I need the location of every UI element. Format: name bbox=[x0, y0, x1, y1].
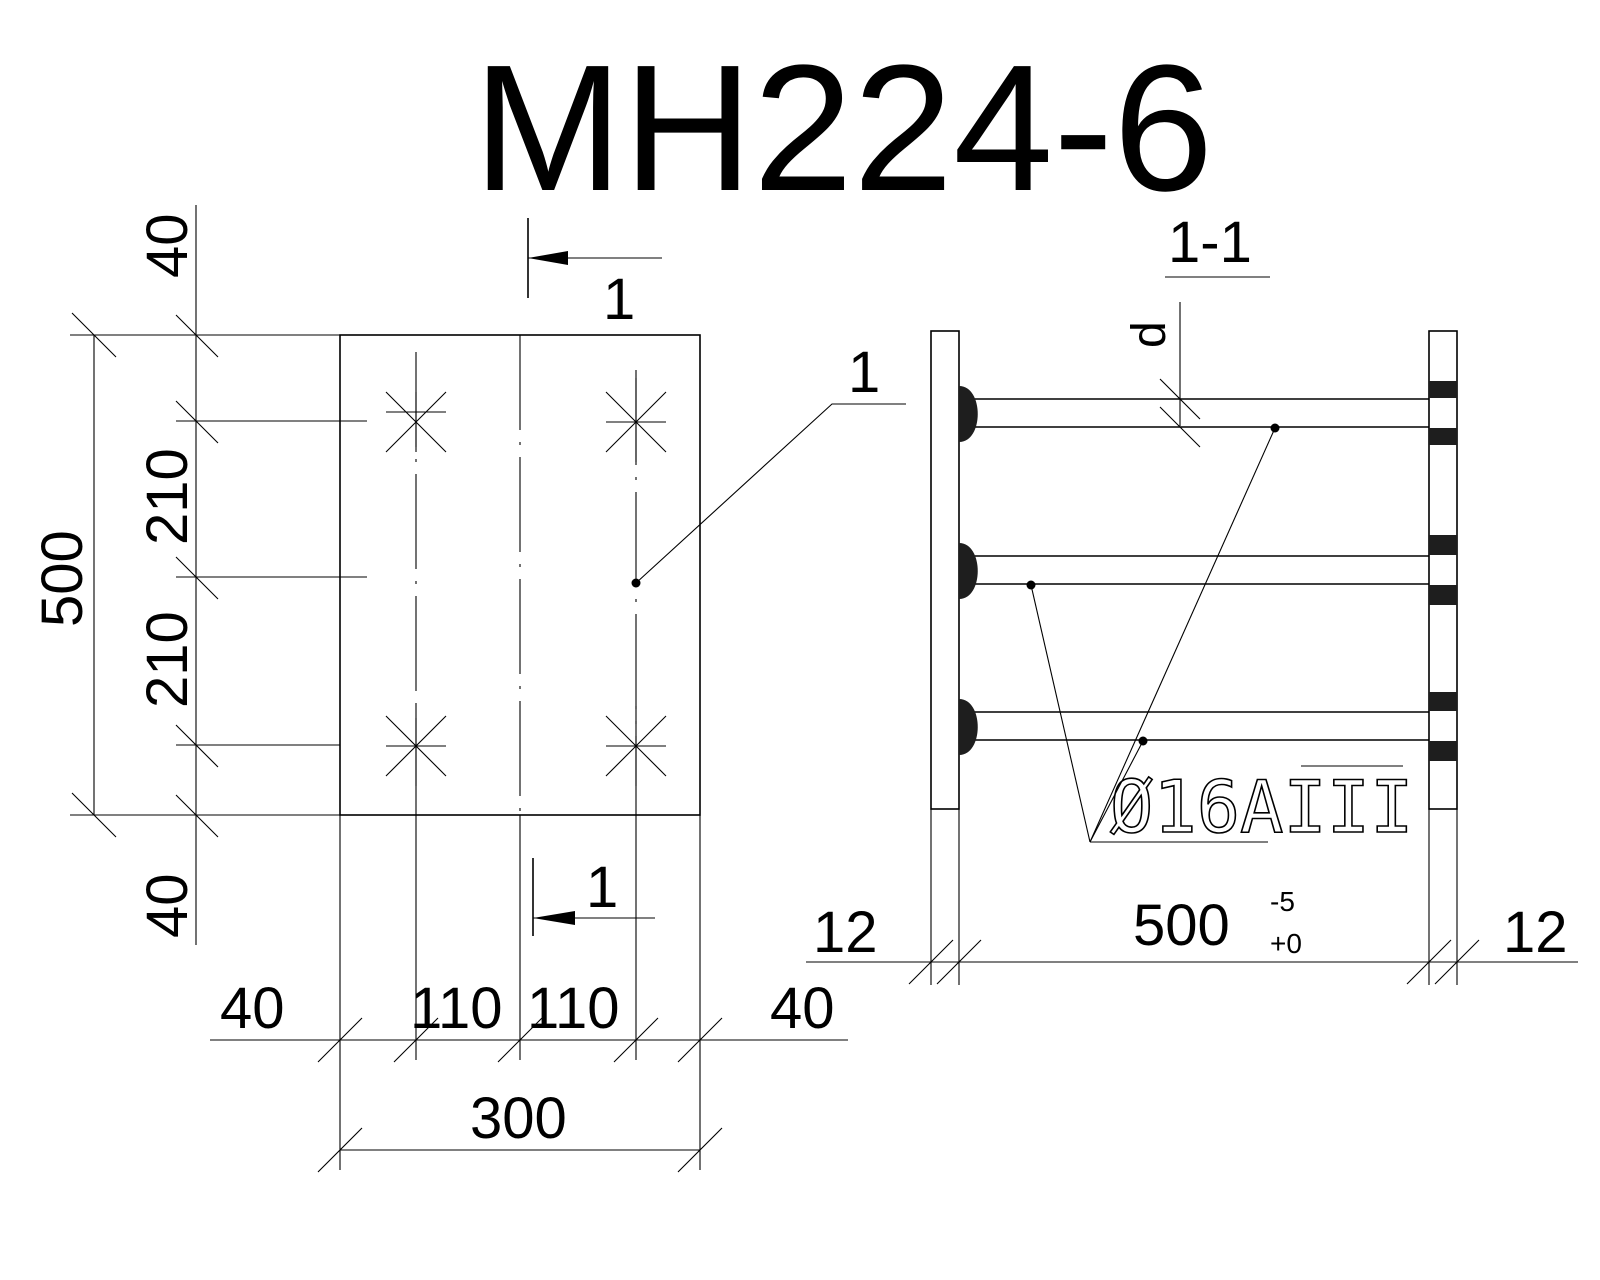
section-cut-top-arrow bbox=[528, 251, 568, 265]
section-label: 1-1 bbox=[1168, 210, 1252, 275]
d-tick-top bbox=[1159, 378, 1201, 420]
dim-h-110-left: 110 bbox=[410, 976, 502, 1041]
leader-label: 1 bbox=[848, 340, 880, 405]
dim-v-210-lower: 210 bbox=[135, 611, 200, 708]
dim-h-110-right: 110 bbox=[527, 976, 619, 1041]
dim-plate-left: 12 bbox=[813, 900, 878, 965]
dim-h-40-right: 40 bbox=[770, 976, 835, 1041]
dim-h-40-left: 40 bbox=[220, 976, 285, 1041]
dim-v-40-bottom: 40 bbox=[135, 873, 200, 938]
tolerance-lower: +0 bbox=[1270, 928, 1302, 959]
vertical-dimension-chain bbox=[175, 205, 367, 945]
drawing-title: MH224-6 bbox=[473, 28, 1213, 229]
rebar-label: Ø16AIII bbox=[1110, 765, 1413, 849]
rebar-bottom bbox=[959, 692, 1457, 761]
horizontal-dimension-chain bbox=[210, 800, 848, 1170]
dim-overall-height: 500 bbox=[30, 530, 95, 627]
anchor-mark-bottom-left bbox=[385, 706, 447, 786]
rebar-top bbox=[959, 381, 1457, 445]
length-dimension bbox=[806, 939, 1578, 985]
plan-view: 1 1 1 40 210 210 40 bbox=[30, 205, 906, 1173]
anchor-mark-top-right bbox=[605, 378, 667, 462]
plate-left bbox=[930, 330, 960, 810]
rebar-middle bbox=[959, 535, 1457, 605]
leader-line-bottom bbox=[1089, 740, 1144, 843]
section-marker-bottom: 1 bbox=[586, 855, 618, 920]
tolerance-upper: -5 bbox=[1270, 886, 1295, 917]
anchor-mark-top-left bbox=[385, 391, 447, 453]
dim-overall-width: 300 bbox=[470, 1086, 567, 1151]
section-cut-bottom-arrow bbox=[533, 911, 575, 925]
dim-plate-right: 12 bbox=[1503, 900, 1568, 965]
d-label: d bbox=[1123, 321, 1176, 348]
dim-v-210-upper: 210 bbox=[135, 448, 200, 545]
dim-length: 500 bbox=[1133, 893, 1230, 958]
section-view: 1-1 bbox=[806, 210, 1578, 985]
overall-width-dimension bbox=[317, 1127, 723, 1173]
d-tick-bottom bbox=[1159, 406, 1201, 448]
leader-line-top bbox=[1089, 427, 1276, 843]
leader-line bbox=[635, 403, 906, 584]
anchor-mark-bottom-right bbox=[605, 706, 667, 786]
leader-line-middle bbox=[1030, 584, 1091, 843]
dim-v-40-top: 40 bbox=[135, 213, 200, 278]
section-marker-top: 1 bbox=[603, 267, 635, 332]
overall-height-dimension bbox=[70, 312, 196, 838]
plate-right bbox=[1428, 330, 1458, 810]
